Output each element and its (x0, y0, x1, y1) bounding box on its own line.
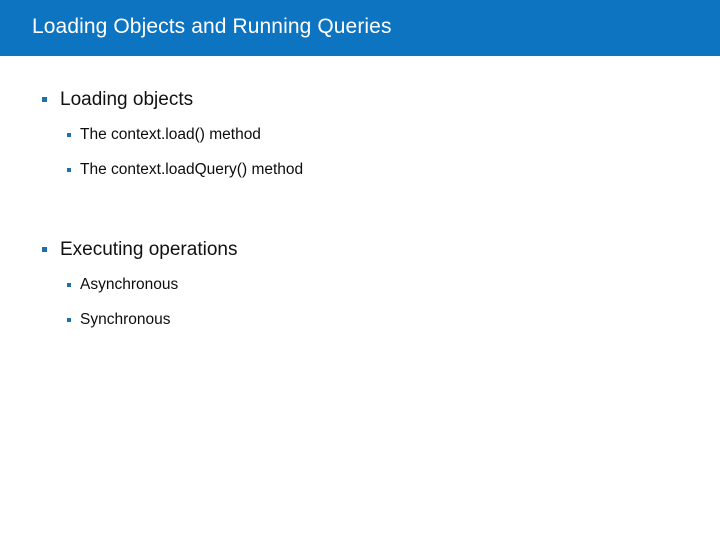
bullet-level2-label: The context.loadQuery() method (80, 161, 304, 178)
bullet-square-icon (42, 247, 47, 252)
bullet-item-level1: Executing operations (0, 236, 720, 266)
bullet-level2-label: The context.load() method (80, 126, 261, 143)
page-title: Loading Objects and Running Queries (32, 15, 392, 38)
bullet-level2-label: Synchronous (80, 311, 171, 328)
bullet-dot-icon (67, 283, 71, 287)
bullet-dot-icon (67, 318, 71, 322)
bullet-group-loading-objects: Loading objects The context.load() metho… (0, 86, 720, 190)
bullet-group-executing-operations: Executing operations Asynchronous Synchr… (0, 236, 720, 340)
sub-bullet-list: Asynchronous Synchronous (0, 270, 720, 340)
bullet-dot-icon (67, 133, 71, 137)
bullet-level1-label: Loading objects (60, 89, 194, 110)
sub-bullet-list: The context.load() method The context.lo… (0, 120, 720, 190)
title-banner: Loading Objects and Running Queries (0, 0, 720, 56)
bullet-item-level2: The context.loadQuery() method (0, 155, 720, 190)
bullet-level2-label: Asynchronous (80, 276, 179, 293)
bullet-item-level1: Loading objects (0, 86, 720, 116)
bullet-level1-label: Executing operations (60, 239, 238, 260)
bullet-item-level2: The context.load() method (0, 120, 720, 155)
bullet-item-level2: Asynchronous (0, 270, 720, 305)
bullet-item-level2: Synchronous (0, 305, 720, 340)
bullet-square-icon (42, 97, 47, 102)
slide-body: Loading objects The context.load() metho… (0, 56, 720, 540)
bullet-dot-icon (67, 168, 71, 172)
